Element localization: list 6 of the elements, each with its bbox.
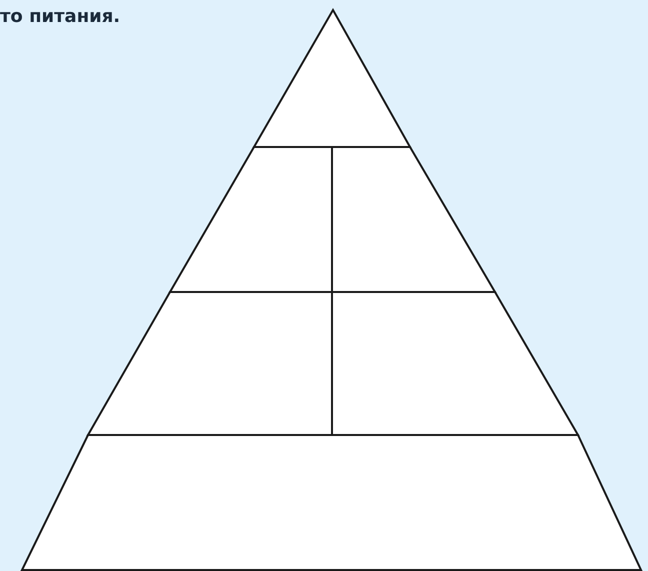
pyramid-section [168, 146, 333, 293]
pyramid-section [331, 146, 497, 293]
pyramid-section [86, 291, 333, 436]
pyramid-section [252, 8, 412, 148]
pyramid-section [331, 291, 580, 436]
heading-text: то питания. [0, 6, 120, 27]
